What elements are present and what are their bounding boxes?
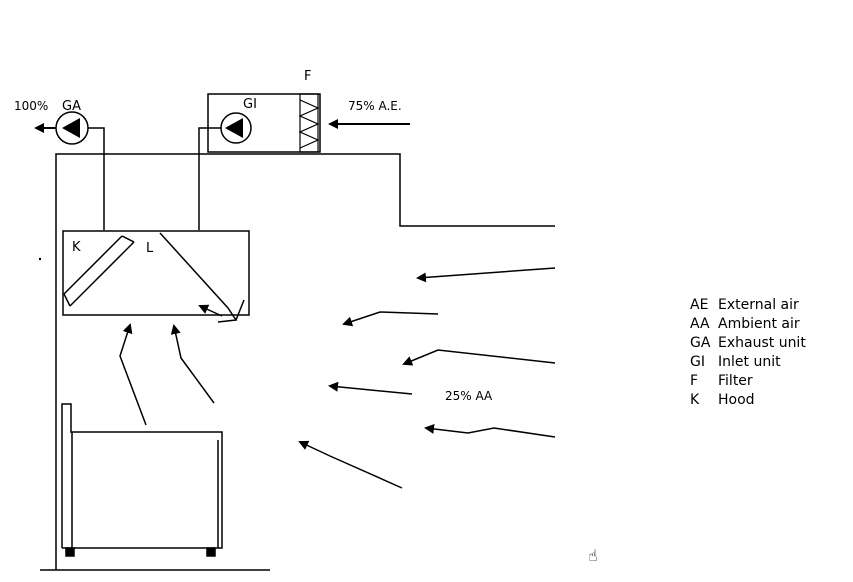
exhaust-unit-fan-icon xyxy=(34,111,105,230)
legend-text: Hood xyxy=(718,392,755,408)
ambient-air-label: 25% AA xyxy=(445,389,493,403)
exhaust-percent-label: 100% xyxy=(14,99,48,113)
legend-text: Exhaust unit xyxy=(718,335,806,351)
legend-row: AA Ambient air xyxy=(690,315,806,334)
legend-code: GA xyxy=(690,335,711,351)
inlet-unit-box xyxy=(198,93,321,230)
legend-row: GI Inlet unit xyxy=(690,353,806,372)
inlet-unit-label: GI xyxy=(243,97,257,112)
exhaust-unit-label: GA xyxy=(62,99,81,114)
external-air-label: 75% A.E. xyxy=(348,99,402,113)
rising-air-arrow-right xyxy=(170,324,215,404)
ambient-air-arrows xyxy=(298,267,556,489)
legend-code: K xyxy=(690,392,700,408)
legend-row: GA Exhaust unit xyxy=(690,334,806,353)
legend-row: K Hood xyxy=(690,391,806,410)
legend-code: F xyxy=(690,373,699,389)
rising-air-arrow-left xyxy=(119,323,147,426)
stray-dot xyxy=(38,257,42,261)
legend-row: F Filter xyxy=(690,372,806,391)
legend-text: Inlet unit xyxy=(718,354,781,370)
legend-row: AE External air xyxy=(690,296,806,315)
legend-code: AA xyxy=(690,316,710,332)
filter-icon xyxy=(298,93,320,153)
filter-label: F xyxy=(304,69,311,84)
legend: AE External air AA Ambient air GA Exhaust u… xyxy=(690,296,806,410)
cooking-appliance xyxy=(61,403,223,557)
legend-text: External air xyxy=(718,297,799,313)
hood-label: K xyxy=(72,240,81,255)
legend-code: GI xyxy=(690,354,705,370)
hood-inner-label: L xyxy=(146,241,154,256)
legend-text: Ambient air xyxy=(718,316,800,332)
building-outline xyxy=(40,153,555,571)
hood-box xyxy=(62,230,250,323)
legend-code: AE xyxy=(690,297,709,313)
legend-text: Filter xyxy=(718,373,753,389)
hand-cursor-icon: ☝ xyxy=(588,546,598,565)
hood-inner-arrow xyxy=(198,304,223,317)
